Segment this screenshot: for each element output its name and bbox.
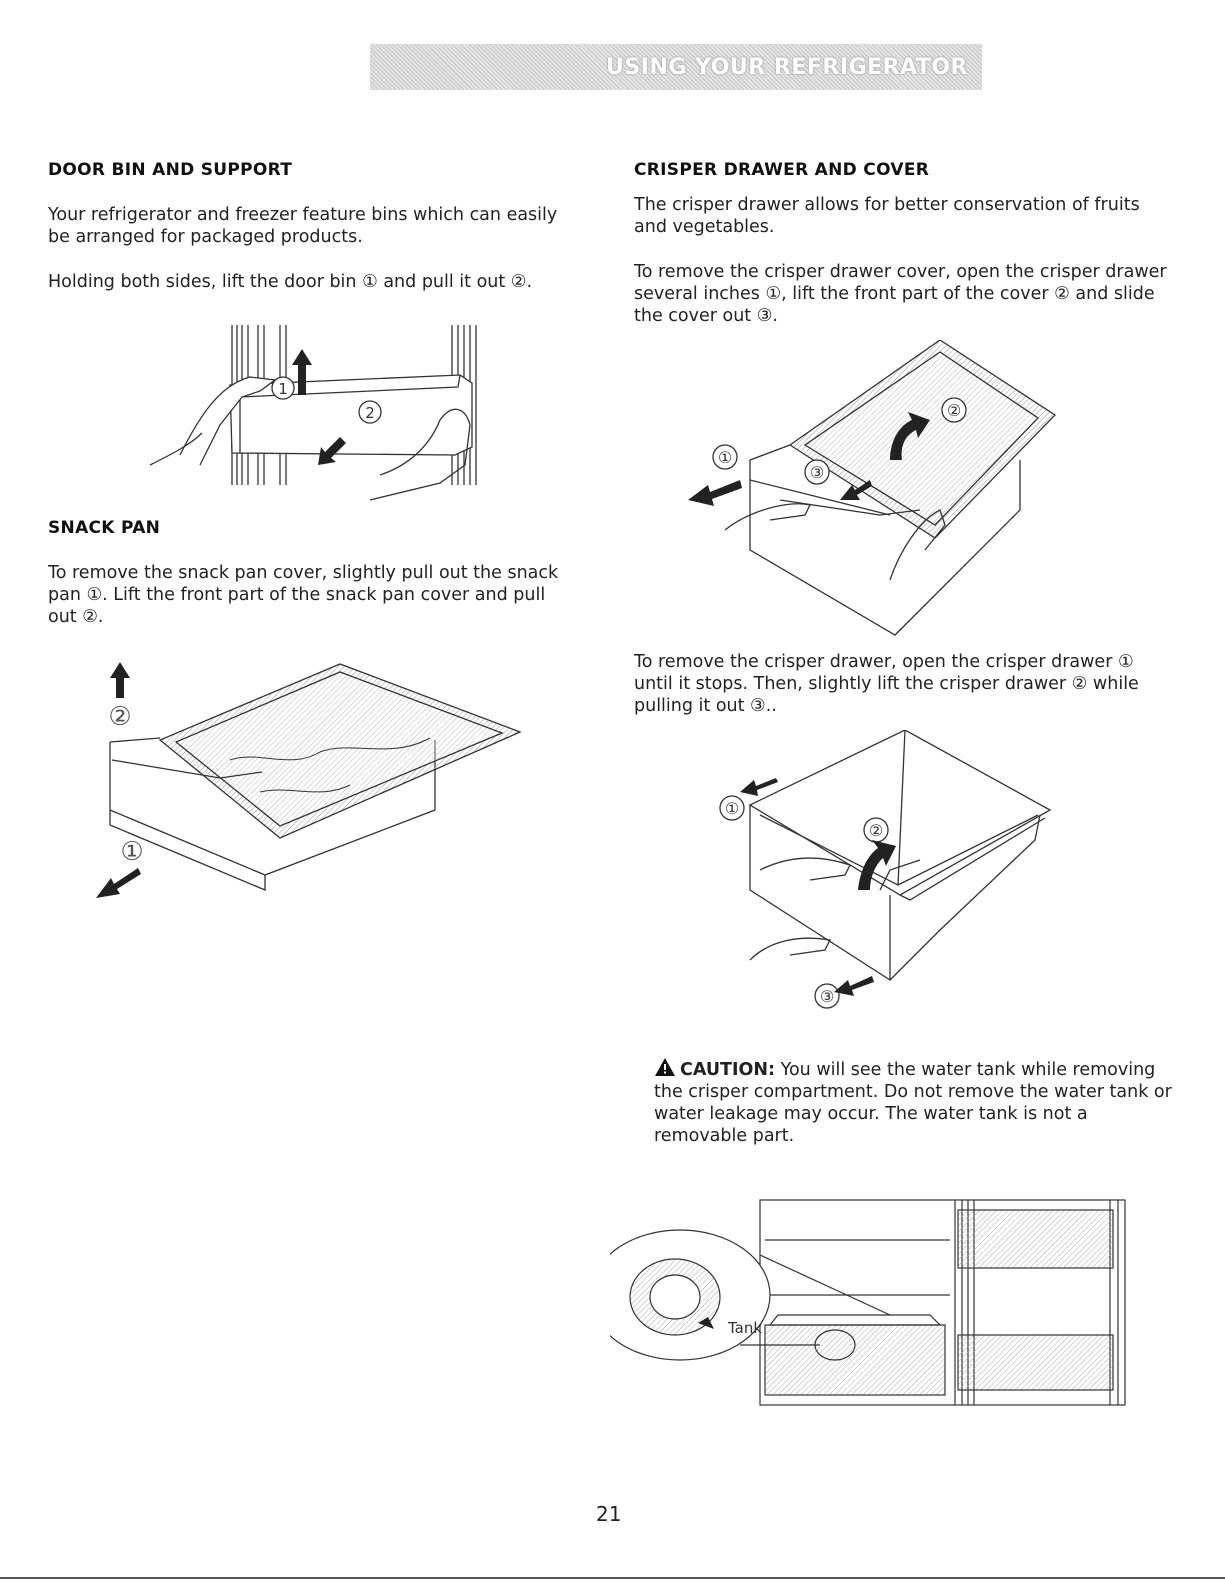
crisper-heading: CRISPER DRAWER AND COVER — [634, 160, 930, 180]
banner-title: USING YOUR REFRIGERATOR — [606, 54, 968, 80]
pull-arrow-icon — [318, 437, 346, 465]
crisper-drawer-illustration: ① ② ③ — [719, 730, 1052, 1009]
crisper-cover-illustration: ① ② ③ — [688, 340, 1057, 636]
crisper-drawer-label-1: ① — [725, 799, 739, 818]
snack-pan-illustration: ② ① — [96, 662, 522, 898]
door-bin-heading: DOOR BIN AND SUPPORT — [48, 160, 293, 180]
door-bin-paragraph-2: Holding both sides, lift the door bin ① … — [48, 272, 533, 292]
pull-drawer-arrow-icon — [834, 976, 874, 996]
slide-left-arrow-icon — [688, 480, 742, 506]
crisper-paragraph-1: The crisper drawer allows for better con… — [634, 195, 1140, 237]
crisper-cover-label-3: ③ — [810, 463, 824, 482]
pull-out-arrow-icon — [96, 868, 141, 898]
crisper-cover-label-2: ② — [947, 401, 961, 420]
door-bin-label-2: 2 — [365, 404, 375, 422]
slide-cover-arrow-icon — [840, 480, 872, 500]
snack-pan-label-1: ① — [120, 837, 143, 867]
lift-cover-arrow-icon — [890, 412, 930, 460]
page-number: 21 — [596, 1502, 622, 1526]
up-arrow-icon — [292, 349, 312, 395]
tank-label: Tank — [727, 1319, 762, 1337]
crisper-cover-label-1: ① — [718, 448, 732, 467]
section-banner: USING YOUR REFRIGERATOR — [370, 44, 982, 90]
door-bin-paragraph-1: Your refrigerator and freezer feature bi… — [48, 205, 558, 247]
crisper-drawer-label-2: ② — [869, 821, 883, 840]
caution-label: CAUTION: — [680, 1060, 776, 1080]
open-drawer-arrow-icon — [740, 778, 778, 796]
crisper-paragraph-2: To remove the crisper drawer cover, open… — [634, 262, 1167, 326]
caution-paragraph: CAUTION: You will see the water tank whi… — [654, 1057, 1174, 1147]
door-bin-illustration: 1 2 — [149, 325, 477, 501]
bottom-rule — [0, 1577, 1225, 1579]
lift-drawer-arrow-icon — [858, 840, 896, 890]
crisper-drawer-label-3: ③ — [820, 987, 834, 1006]
warning-icon — [655, 1058, 675, 1076]
caution-text: You will see the water tank while removi… — [654, 1060, 1172, 1146]
snack-pan-label-2: ② — [108, 702, 131, 732]
snack-pan-paragraph: To remove the snack pan cover, slightly … — [48, 563, 559, 627]
lift-arrow-icon — [110, 662, 130, 698]
door-bin-label-1: 1 — [278, 380, 288, 398]
crisper-paragraph-3: To remove the crisper drawer, open the c… — [634, 652, 1139, 716]
tank-pointer-icon — [698, 1317, 714, 1329]
water-tank-illustration: Tank — [610, 1199, 1126, 1406]
snack-pan-heading: SNACK PAN — [48, 518, 161, 538]
